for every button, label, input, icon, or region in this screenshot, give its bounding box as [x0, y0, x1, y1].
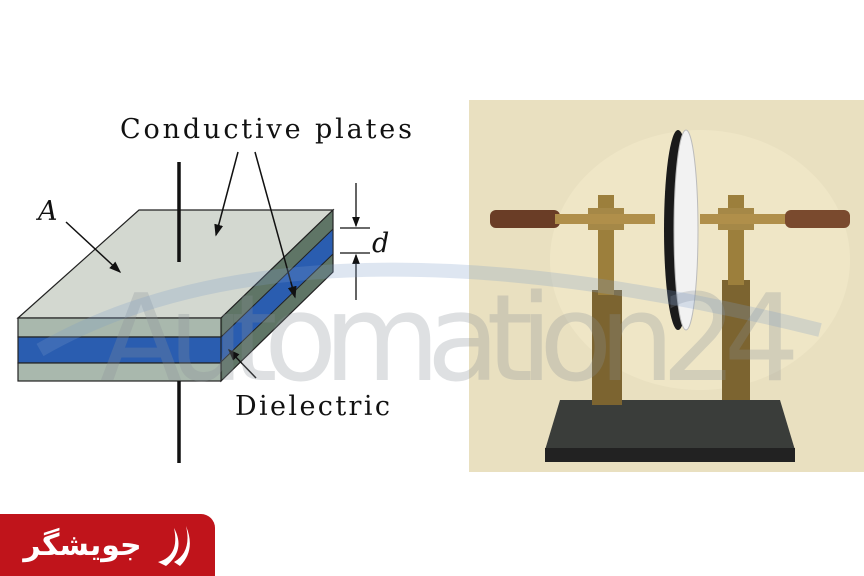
area-label: A [35, 196, 58, 227]
watermark: Automation24 [100, 270, 800, 409]
capacitor-apparatus-photo [469, 100, 864, 472]
distance-label: d [372, 228, 389, 259]
watermark-swoosh [36, 262, 822, 357]
logo-mark-icon [157, 526, 190, 566]
dielectric-front [17, 336, 222, 364]
site-logo[interactable]: جویشگر [0, 514, 215, 576]
conductive-plates-label: Conductive plates [120, 114, 412, 145]
capacitor-diagram: Conductive plates A d Dielectric [16, 114, 412, 463]
dielectric-label: Dielectric [235, 391, 390, 422]
logo-text: جویشگر [23, 527, 142, 563]
bottom-plate-front [17, 362, 222, 382]
